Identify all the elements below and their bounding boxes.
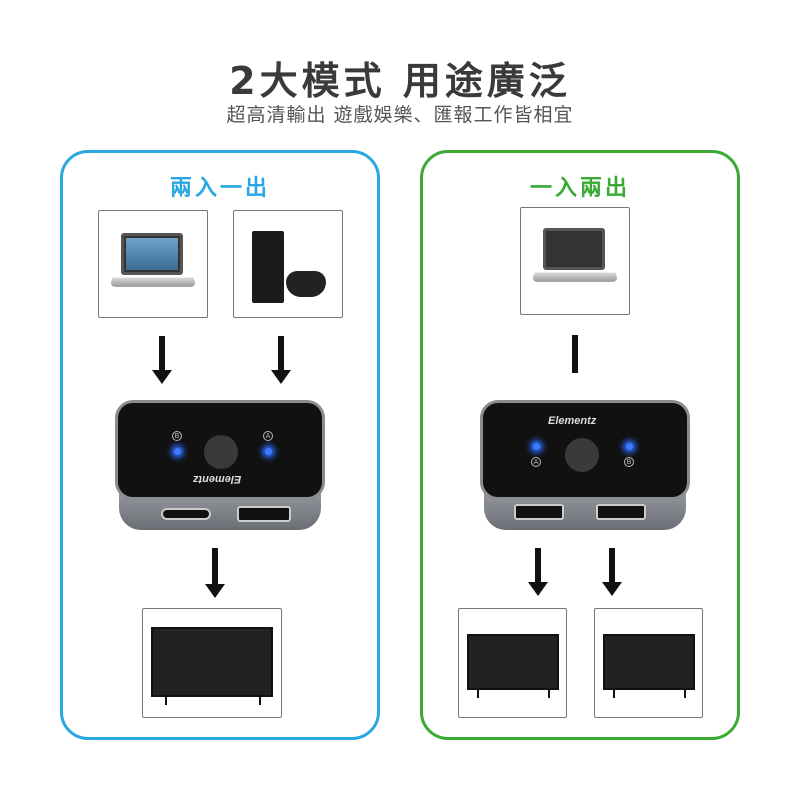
led-icon (533, 443, 540, 450)
arrow-down-icon (528, 548, 548, 596)
page-subtitle: 超高清輸出 遊戲娛樂、匯報工作皆相宜 (226, 104, 574, 126)
right-panel-title: 一入兩出 (529, 176, 630, 201)
hdmi-switch-device: B A Elementz (115, 400, 325, 535)
switch-button (204, 435, 238, 469)
tv-image (142, 608, 282, 718)
game-console-image (233, 210, 343, 318)
hdmi-port (596, 504, 646, 520)
laptop-image (98, 210, 208, 318)
arrow-down-icon (602, 548, 622, 596)
usb-c-port (161, 508, 211, 520)
led-icon (265, 448, 272, 455)
brand-logo: Elementz (548, 415, 597, 427)
left-panel (60, 150, 380, 740)
port-label-a: A (263, 431, 273, 441)
hdmi-port (514, 504, 564, 520)
hdmi-switch-device: Elementz A B (480, 400, 690, 535)
port-label-b: B (624, 457, 634, 467)
port-label-a: A (531, 457, 541, 467)
arrow-down-icon (271, 336, 291, 384)
page-title: 2大模式 用途廣泛 (229, 59, 571, 103)
arrow-down-icon (152, 336, 172, 384)
switch-button (565, 438, 599, 472)
port-label-b: B (172, 431, 182, 441)
tv-image (458, 608, 567, 718)
led-icon (174, 448, 181, 455)
left-panel-title: 兩入一出 (169, 176, 270, 201)
connector-line (572, 335, 578, 373)
hdmi-port (237, 506, 291, 522)
brand-logo: Elementz (193, 473, 242, 485)
led-icon (626, 443, 633, 450)
laptop-image (520, 207, 630, 315)
arrow-down-icon (205, 548, 225, 598)
right-panel (420, 150, 740, 740)
tv-image (594, 608, 703, 718)
